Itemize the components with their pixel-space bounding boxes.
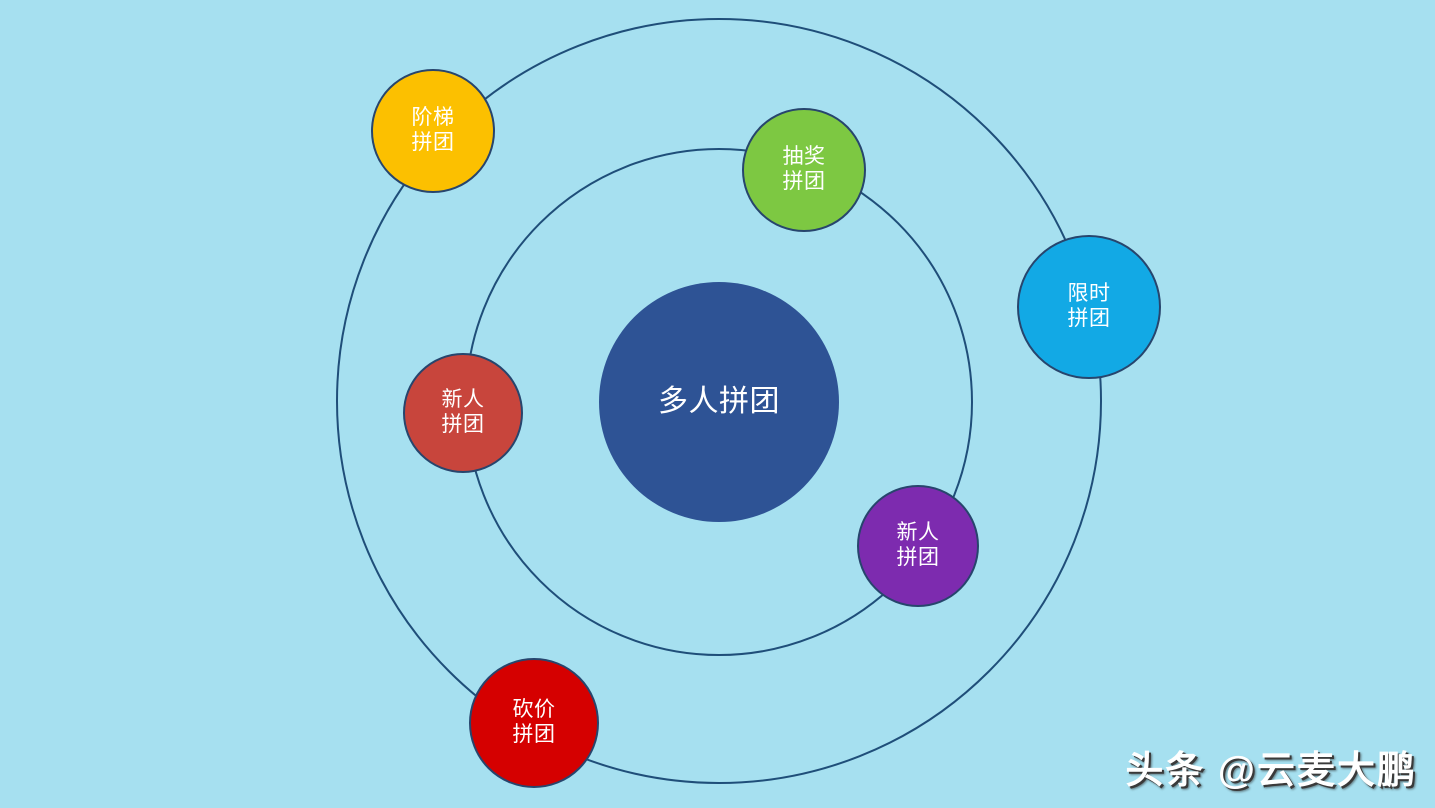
outer-orbit-ring	[336, 18, 1102, 784]
satellite-node-label-line-1: 新人	[441, 388, 485, 412]
satellite-node-label-line-2: 拼团	[1067, 307, 1111, 330]
satellite-node-xinren-pintuan-right[interactable]: 新人 拼团	[857, 485, 979, 607]
satellite-node-label-line-1: 砍价	[512, 698, 556, 722]
satellite-node-choujiang-pintuan[interactable]: 抽奖 拼团	[742, 108, 866, 232]
satellite-node-label-line-2: 拼团	[782, 170, 826, 193]
satellite-node-label-line-1: 新人	[896, 521, 940, 545]
satellite-node-xinren-pintuan-left[interactable]: 新人 拼团	[403, 353, 523, 473]
satellite-node-label-line-1: 阶梯	[411, 106, 455, 130]
satellite-node-label-line-2: 拼团	[411, 131, 455, 154]
satellite-node-label-line-2: 拼团	[441, 413, 485, 436]
watermark-text: 头条 @云麦大鹏	[1125, 750, 1417, 792]
satellite-node-kanjia-pintuan[interactable]: 砍价 拼团	[469, 658, 599, 788]
hub-node-label: 多人拼团	[658, 385, 780, 419]
satellite-node-label-line-2: 拼团	[512, 723, 556, 746]
satellite-node-jieti-pintuan[interactable]: 阶梯 拼团	[371, 69, 495, 193]
satellite-node-label-line-2: 拼团	[896, 546, 940, 569]
satellite-node-label-line-1: 抽奖	[782, 145, 826, 169]
satellite-node-label-line-1: 限时	[1067, 282, 1111, 306]
hub-node-duoren-pintuan[interactable]: 多人拼团	[599, 282, 839, 522]
satellite-node-xianshi-pintuan[interactable]: 限时 拼团	[1017, 235, 1161, 379]
